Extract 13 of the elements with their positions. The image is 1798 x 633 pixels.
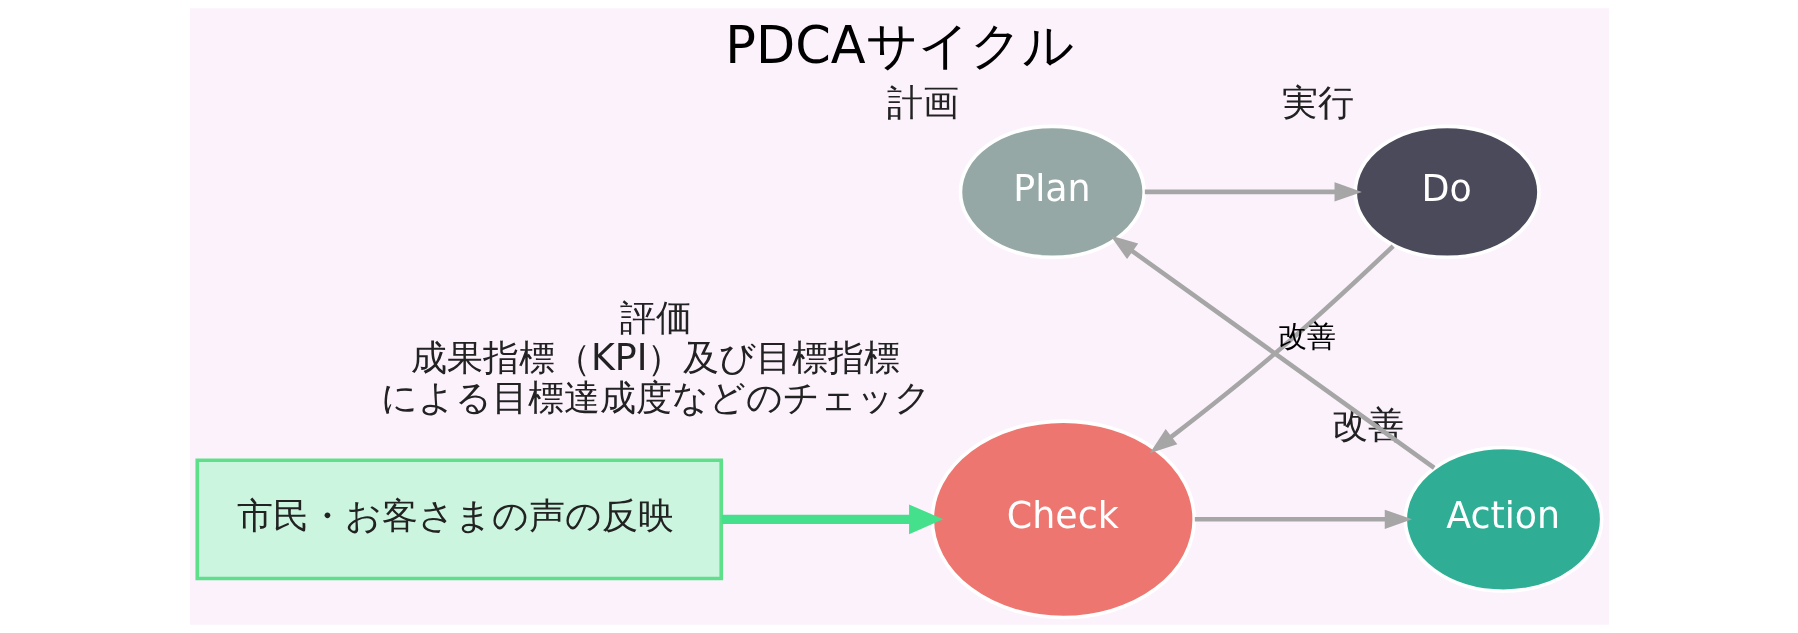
arrow (1194, 509, 1412, 529)
arrow (1109, 235, 1436, 470)
node-label: 計画 (886, 81, 959, 125)
arrow (721, 504, 943, 535)
arrow (1149, 244, 1395, 454)
diagram-title: PDCAサイクル (724, 16, 1074, 76)
arrow (1144, 182, 1362, 202)
edge-label: 改善 (1277, 319, 1336, 354)
node-ellipse: Action (1402, 445, 1604, 594)
node-label: 実行 (1281, 81, 1354, 125)
node-box: 市民・お客さまの声の反映 (194, 458, 723, 581)
node-ellipse: Do (1352, 124, 1541, 260)
node-ellipse: Check (929, 419, 1196, 620)
